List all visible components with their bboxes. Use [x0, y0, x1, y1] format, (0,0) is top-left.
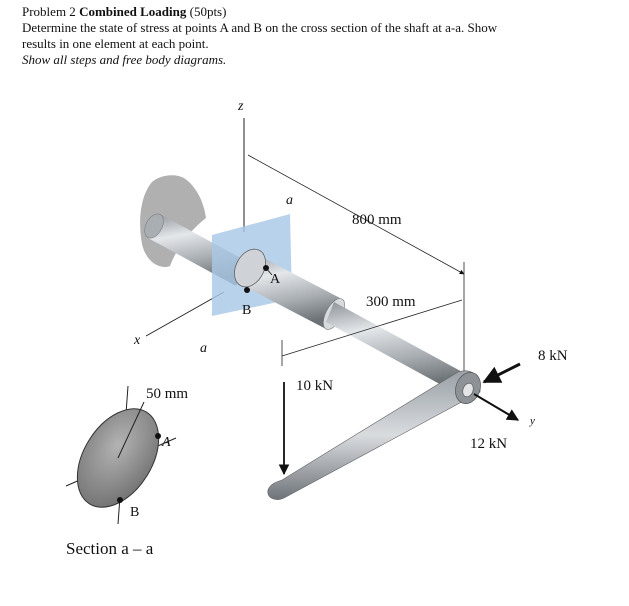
section-point-b-marker: [117, 497, 123, 503]
problem-statement-line-2: results in one element at each point.: [22, 36, 209, 51]
section-point-a-label: A: [161, 435, 171, 450]
section-radius-line: [117, 401, 145, 459]
shaft-main-segment: [240, 252, 340, 330]
y-axis-label: y: [529, 415, 535, 427]
x-axis: [145, 291, 225, 337]
problem-title: Combined Loading: [79, 4, 187, 19]
z-axis-label: z: [237, 99, 244, 114]
section-mark-bottom: a: [200, 341, 207, 356]
section-caption: Section a – a: [66, 539, 154, 558]
x-axis-label: x: [133, 333, 141, 348]
shaft-small-segment: [326, 302, 466, 394]
shaft-left-end: [144, 213, 164, 239]
point-b-label: B: [242, 303, 251, 318]
fixed-wall: [140, 175, 206, 268]
problem-statement-line-1: Determine the state of stress at points …: [22, 20, 498, 35]
point-b-marker: [244, 287, 250, 293]
dim-800-label: 800 mm: [352, 212, 402, 228]
force-12kn-arrow: [473, 393, 520, 421]
problem-points: (50pts): [189, 4, 227, 19]
dim-800-line: [247, 154, 465, 275]
section-point-a-marker: [155, 433, 161, 439]
force-12kn-label: 12 kN: [470, 436, 507, 452]
problem-instruction: Show all steps and free body diagrams.: [22, 52, 227, 67]
force-10kn-label: 10 kN: [296, 378, 333, 394]
dim-300-line: [281, 299, 463, 357]
crank-hub-bore: [462, 382, 474, 398]
section-dim-label: 50 mm: [146, 386, 188, 402]
point-a-label: A: [270, 272, 281, 287]
section-point-b-label: B: [130, 505, 139, 520]
problem-header: Problem 2 Combined Loading (50pts): [22, 4, 226, 20]
force-8kn-arrow: [482, 362, 521, 384]
dim-300-label: 300 mm: [366, 294, 416, 310]
shaft-section-face: [234, 248, 266, 288]
force-8kn-label: 8 kN: [538, 348, 568, 364]
section-a-a-view: 50 mm A B Section a – a: [65, 385, 188, 558]
section-mark-top: a: [286, 193, 293, 208]
point-a-leader: [265, 267, 273, 276]
problem-number: Problem 2: [22, 4, 76, 19]
